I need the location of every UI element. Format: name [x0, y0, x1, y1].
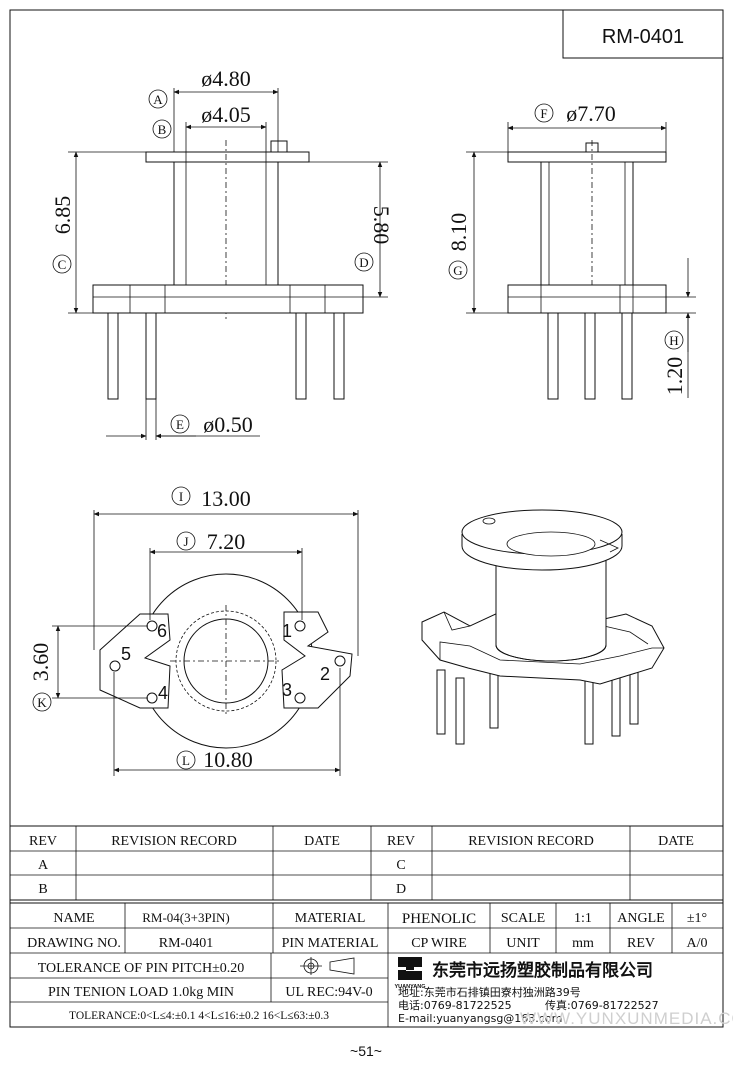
- pin-label-5: 5: [121, 644, 131, 664]
- dim-f-value: ø7.70: [566, 101, 616, 126]
- dim-d-letter: D: [359, 255, 368, 270]
- dim-a-letter: A: [153, 92, 163, 107]
- rev-header-right: REV: [387, 834, 415, 849]
- company-fax: 传真:0769-81722527: [545, 998, 659, 1012]
- pin-tension: PIN TENION LOAD 1.0kg MIN: [48, 985, 234, 1000]
- pin-label-1: 1: [282, 621, 292, 641]
- company-logo-text: YUANYANG: [395, 984, 426, 990]
- rev-row-a: A: [38, 858, 49, 873]
- tolerance-general: TOLERANCE:0<L≤4:±0.1 4<L≤16:±0.2 16<L≤63…: [69, 1010, 329, 1022]
- name-label: NAME: [53, 911, 94, 926]
- rev-label: REV: [627, 936, 655, 951]
- date-header-right: DATE: [658, 834, 694, 849]
- revision-table: REV REVISION RECORD DATE REV REVISION RE…: [9, 825, 724, 901]
- rev-value: A/0: [687, 936, 708, 951]
- dim-i-letter: I: [179, 489, 183, 504]
- bottom-view: 1 2 3 4 5 6 I 13.00 J 7.20 K 3.60 L 10.8…: [28, 486, 359, 776]
- dim-j-value: 7.20: [207, 529, 246, 554]
- dim-b-letter: B: [158, 122, 167, 137]
- drawing-id-box: RM-0401: [562, 9, 724, 59]
- dim-h-letter: H: [669, 333, 678, 348]
- scale-label: SCALE: [501, 911, 545, 926]
- dim-l-value: 10.80: [203, 747, 253, 772]
- dim-g-letter: G: [453, 263, 462, 278]
- dim-h-value: 1.20: [662, 357, 687, 396]
- drawing-no-label: DRAWING NO.: [27, 936, 121, 951]
- name-value: RM-04(3+3PIN): [142, 910, 230, 925]
- scale-value: 1:1: [574, 911, 592, 926]
- dim-c-letter: C: [58, 257, 67, 272]
- record-header-right: REVISION RECORD: [468, 834, 594, 849]
- pin-label-3: 3: [282, 680, 292, 700]
- drawing-id: RM-0401: [602, 26, 684, 48]
- dim-k-letter: K: [37, 695, 47, 710]
- rev-row-d: D: [396, 882, 406, 897]
- dim-e-letter: E: [176, 417, 184, 432]
- company-email: E-mail:yuanyangsg@163.com: [398, 1012, 562, 1025]
- drawing-no-value: RM-0401: [159, 936, 213, 951]
- pin-material-label: PIN MATERIAL: [282, 936, 379, 951]
- material-value: PHENOLIC: [402, 911, 476, 927]
- angle-label: ANGLE: [617, 911, 664, 926]
- dim-e-value: ø0.50: [203, 412, 253, 437]
- company-name: 东莞市远扬塑胶制品有限公司: [432, 960, 653, 981]
- pin-label-6: 6: [157, 621, 167, 641]
- page-number: ~51~: [350, 1043, 382, 1059]
- tolerance-pitch: TOLERANCE OF PIN PITCH±0.20: [38, 961, 245, 976]
- record-header-left: REVISION RECORD: [111, 834, 237, 849]
- company-address: 地址:东莞市石排镇田寮村独洲路39号: [398, 985, 581, 999]
- company-logo: YUANYANG: [395, 957, 426, 990]
- dim-f-letter: F: [540, 106, 547, 121]
- angle-value: ±1°: [687, 911, 707, 926]
- watermark: WWW.YUNXUNMEDIA.COM: [520, 1009, 733, 1028]
- date-header-left: DATE: [304, 834, 340, 849]
- pin-label-2: 2: [320, 664, 330, 684]
- rev-row-c: C: [396, 858, 405, 873]
- dim-j-letter: J: [183, 534, 188, 549]
- side-view: F ø7.70 G 8.10 H 1.20: [446, 101, 696, 400]
- pin-material-value: CP WIRE: [411, 936, 467, 951]
- dim-g-value: 8.10: [446, 213, 471, 252]
- dim-l-letter: L: [182, 753, 190, 768]
- projection-symbol-icon: [300, 957, 355, 975]
- material-label: MATERIAL: [295, 911, 366, 926]
- pin-label-4: 4: [158, 683, 168, 703]
- dim-k-value: 3.60: [28, 643, 53, 682]
- unit-label: UNIT: [506, 936, 540, 951]
- dim-a-value: ø4.80: [201, 66, 251, 91]
- rev-header-left: REV: [29, 834, 57, 849]
- dim-i-value: 13.00: [201, 486, 251, 511]
- dim-c-value: 6.85: [50, 196, 75, 235]
- rev-row-b: B: [38, 882, 47, 897]
- isometric-view: [421, 509, 665, 745]
- ul-rec: UL REC:94V-0: [285, 985, 372, 1000]
- dim-b-value: ø4.05: [201, 102, 251, 127]
- front-view: A ø4.80 B ø4.05 C 6.85 D 5.80 E ø0.50: [50, 66, 394, 440]
- title-block: NAME RM-04(3+3PIN) MATERIAL PHENOLIC SCA…: [9, 902, 733, 1028]
- company-phone: 电话:0769-81722525: [398, 999, 512, 1012]
- unit-value: mm: [572, 936, 594, 951]
- dim-d-value: 5.80: [369, 206, 394, 245]
